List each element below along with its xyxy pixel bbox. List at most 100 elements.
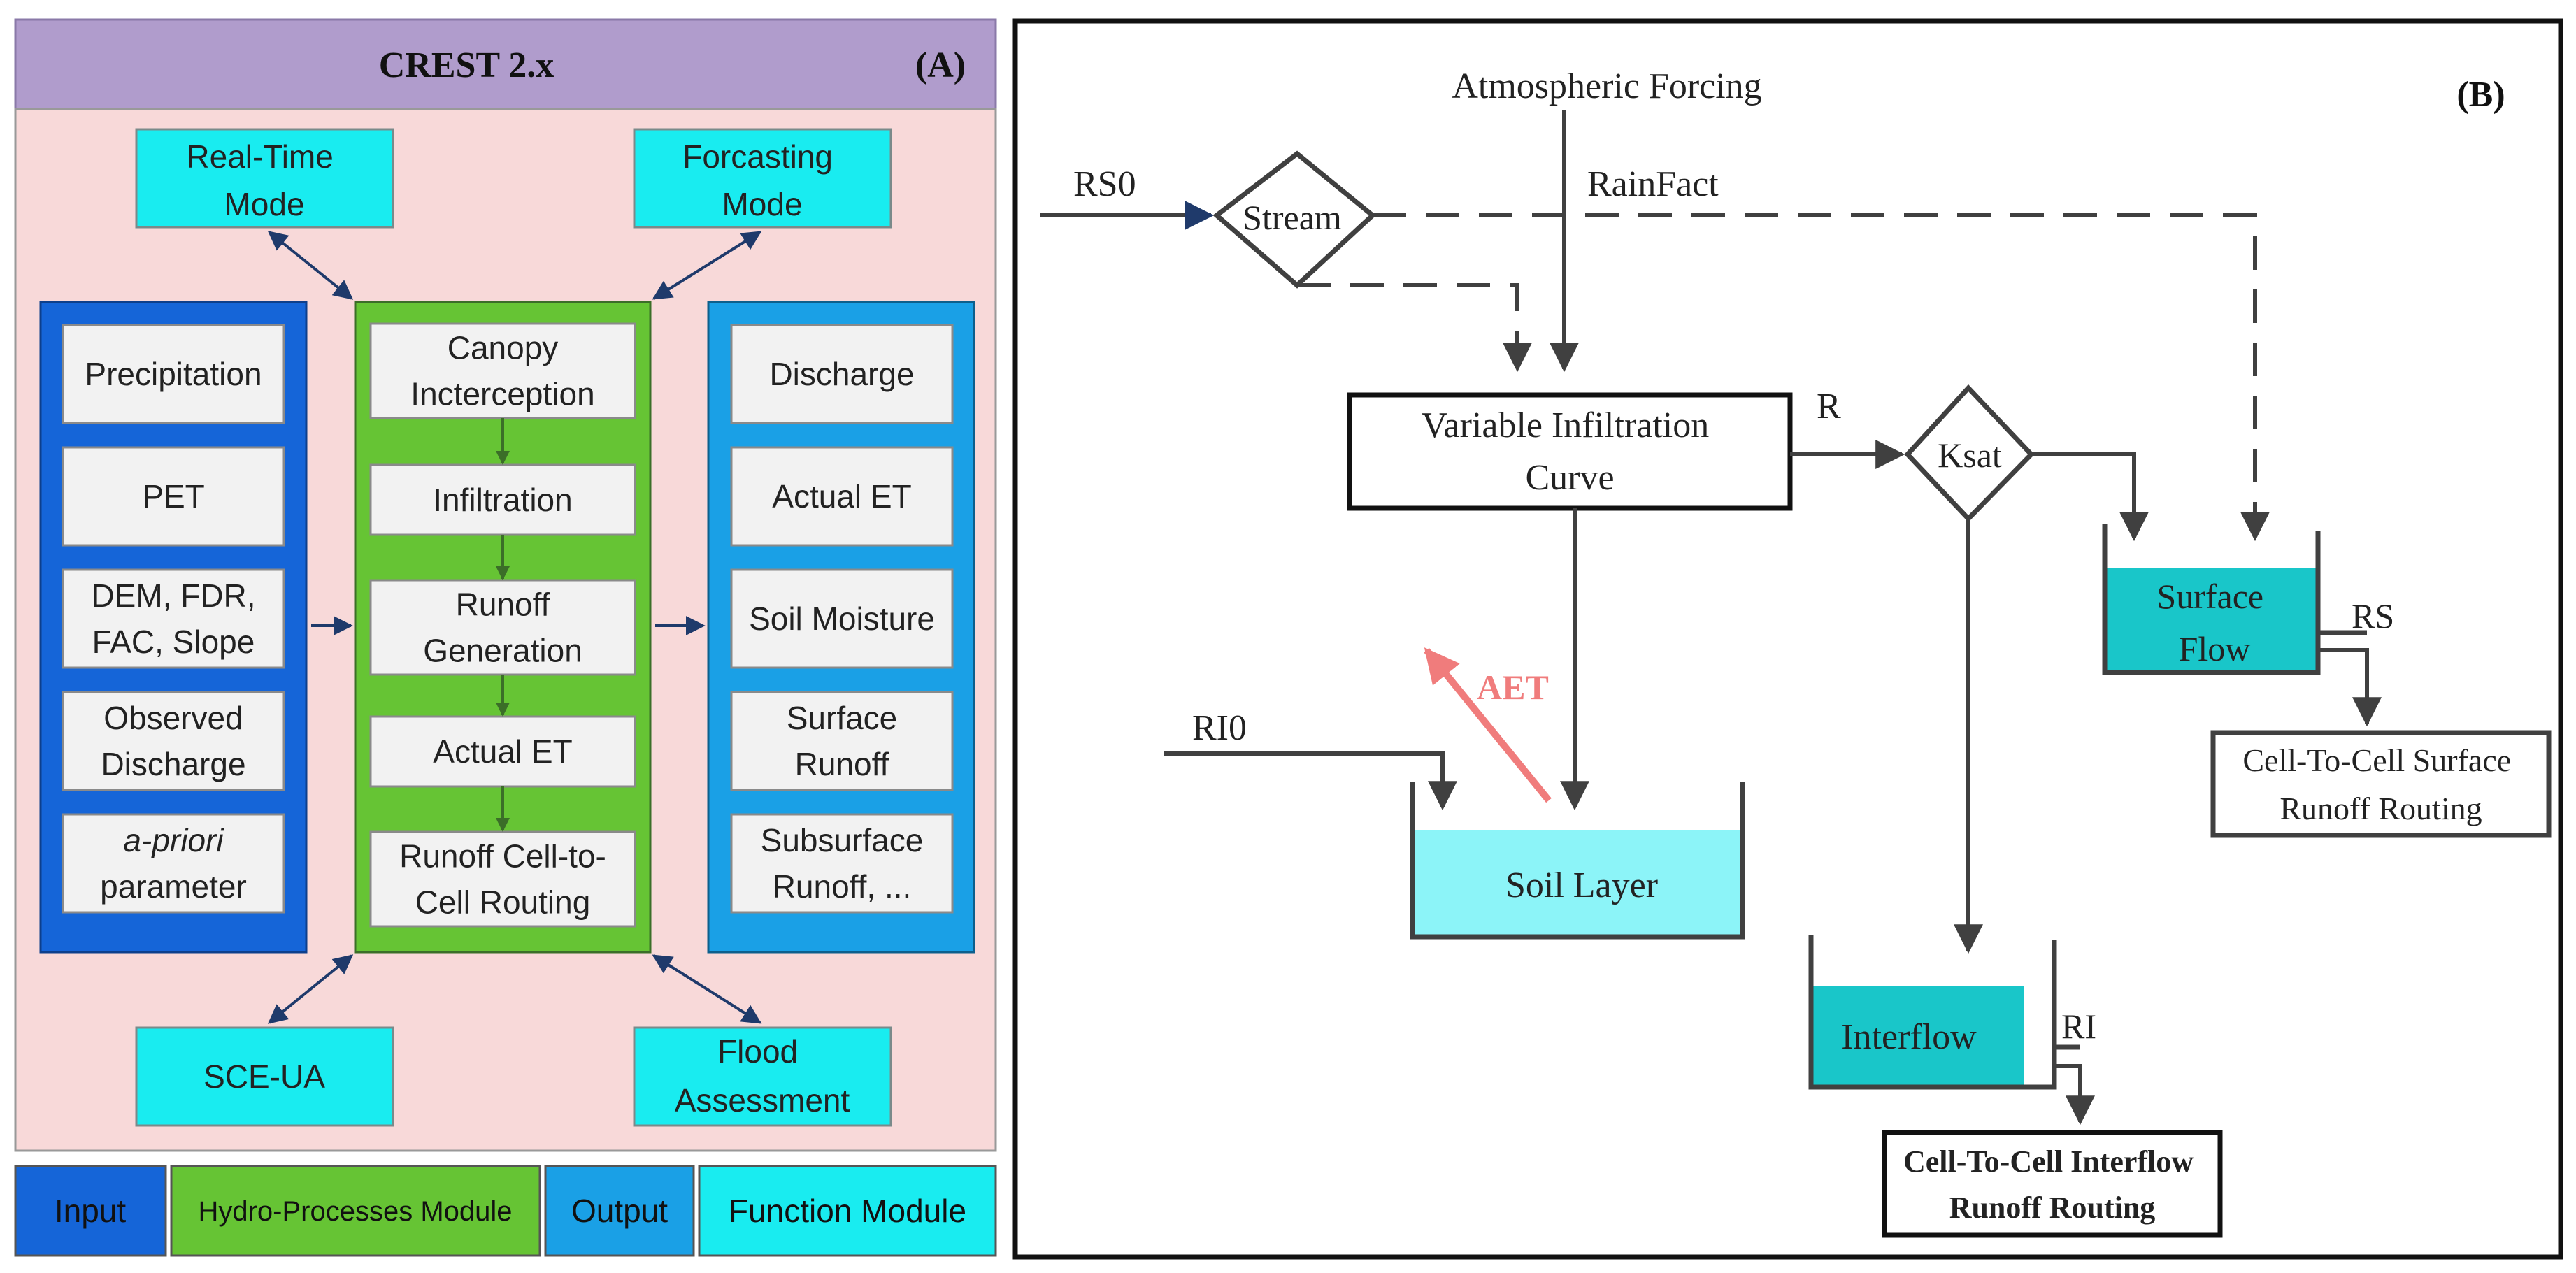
ri0-arrow — [1164, 751, 1457, 811]
panel-b-label: (B) — [2456, 75, 2505, 115]
output-item-label: Runoff — [795, 746, 889, 782]
process-item-label: Cell Routing — [415, 884, 591, 921]
output-item-box — [730, 446, 954, 547]
input-item-5: a-priori parameter — [62, 813, 285, 914]
output-item-box — [730, 324, 954, 424]
interflow-to-routing-arrow — [2054, 1064, 2095, 1125]
input-item-label: Observed — [103, 700, 243, 736]
input-item-label: FAC, Slope — [92, 624, 255, 660]
flood-line-1: Flood — [717, 1033, 798, 1070]
input-item-box — [62, 446, 285, 547]
flood-assessment-box: Flood Assessment — [633, 1026, 892, 1127]
panel-a-header — [14, 18, 997, 110]
stream-to-surface-dashed — [1373, 213, 2270, 542]
input-item-label: Discharge — [101, 746, 245, 782]
output-item-1: Discharge — [730, 324, 954, 424]
svg-text:Flood Assessment: Flood Assessment — [675, 1033, 850, 1119]
stream-label: Stream — [1243, 198, 1342, 237]
ri-label: RI — [2061, 1007, 2096, 1046]
panel-a: CREST 2.x (A) Real-Time Mode Forcasting … — [14, 18, 997, 1257]
process-item-box — [369, 715, 636, 788]
vic-line-1: Variable Infiltration — [1422, 405, 1710, 445]
surface-flow-line-2: Flow — [2179, 629, 2251, 668]
interflow-water — [1811, 986, 2024, 1087]
input-item-label: PET — [142, 478, 204, 515]
process-item-label: Generation — [423, 633, 582, 669]
interflow-routing-line-1: Cell-To-Cell Interflow — [1903, 1144, 2194, 1179]
legend-output-label: Output — [571, 1193, 668, 1229]
legend-input — [14, 1165, 167, 1257]
surface-flow-tank — [2102, 524, 2321, 675]
svg-text:SCE-UA: SCE-UA — [203, 1058, 325, 1095]
input-item-2: PET — [62, 446, 285, 547]
output-item-box — [730, 568, 954, 669]
legend-function-label: Function Module — [729, 1193, 966, 1229]
output-item-label: Runoff, ... — [773, 868, 912, 905]
panel-b: (B) Atmospheric Forcing RS0 Stream RainF… — [1012, 18, 2563, 1260]
interflow-label: Interflow — [1841, 1017, 1977, 1057]
input-item-label: parameter — [100, 868, 247, 905]
forecasting-arrow — [652, 231, 762, 300]
ri0-label: RI0 — [1192, 708, 1247, 748]
soil-layer-label: Soil Layer — [1505, 865, 1658, 905]
sceua-arrow — [267, 954, 354, 1024]
forecasting-line-1: Forcasting — [682, 138, 833, 175]
output-item-label: Discharge — [769, 356, 914, 392]
surface-routing-line-1: Cell-To-Cell Surface — [2242, 742, 2511, 778]
realtime-arrow — [267, 231, 354, 300]
surface-flow-line-1: Surface — [2156, 577, 2263, 616]
input-item-box — [62, 568, 285, 669]
aet-arrow — [1424, 647, 1552, 803]
process-item-4: Actual ET — [369, 715, 636, 788]
process-item-label: Runoff — [456, 587, 550, 623]
process-items: CanopyIncterceptionInfiltrationRunoffGen… — [369, 322, 636, 928]
output-item-box — [730, 813, 954, 914]
panel-a-title: CREST 2.x — [379, 45, 554, 85]
output-item-label: Subsurface — [761, 822, 924, 858]
process-item-2: Infiltration — [369, 463, 636, 536]
input-item-box — [62, 691, 285, 791]
process-item-label: Infiltration — [433, 482, 572, 518]
legend-output — [544, 1165, 695, 1257]
r-label: R — [1817, 387, 1841, 426]
svg-text:Cell-To-Cell Interflow R: Cell-To-Cell Interflow Runoff Routing — [1903, 1144, 2201, 1225]
soil-layer-tank — [1410, 782, 1745, 940]
realtime-line-2: Mode — [224, 186, 304, 222]
sceua-label: SCE-UA — [203, 1058, 325, 1095]
svg-text:Forcasting Mode: Forcasting Mode — [682, 138, 842, 222]
input-item-box — [62, 813, 285, 914]
output-item-label: Surface — [787, 700, 898, 736]
process-item-box — [369, 322, 636, 419]
soil-layer-water — [1412, 830, 1743, 937]
surface-to-routing-arrow — [2318, 648, 2382, 727]
process-item-box — [369, 830, 636, 928]
process-item-label: Incterception — [410, 376, 594, 412]
legend-input-label: Input — [55, 1193, 127, 1229]
input-item-label: a-priori — [123, 822, 224, 858]
process-item-box — [369, 463, 636, 536]
legend-hydro-label: Hydro-Processes Module — [198, 1196, 512, 1227]
ksat-to-surface-arrow — [2031, 452, 2149, 542]
ksat-label: Ksat — [1938, 436, 2002, 475]
atmospheric-forcing-label: Atmospheric Forcing — [1452, 66, 1761, 106]
vic-line-2: Curve — [1525, 458, 1614, 498]
flood-arrow — [652, 954, 762, 1024]
input-item-label: DEM, FDR, — [91, 577, 255, 614]
vic-box — [1347, 392, 1793, 511]
forecasting-line-2: Mode — [722, 186, 802, 222]
input-item-box — [62, 324, 285, 424]
process-item-label: Actual ET — [433, 733, 572, 770]
legend-hydro — [170, 1165, 541, 1257]
legend: Input Hydro-Processes Module Output Func… — [14, 1165, 997, 1257]
input-item-3: DEM, FDR, FAC, Slope — [62, 568, 285, 669]
svg-text:Cell-To-Cell Surface Run: Cell-To-Cell Surface Runoff Routing — [2242, 742, 2519, 826]
svg-text:Variable Infiltration Cu: Variable Infiltration Curve — [1422, 405, 1719, 498]
svg-text:Real-Time Mode: Real-Time Mode — [186, 138, 342, 222]
